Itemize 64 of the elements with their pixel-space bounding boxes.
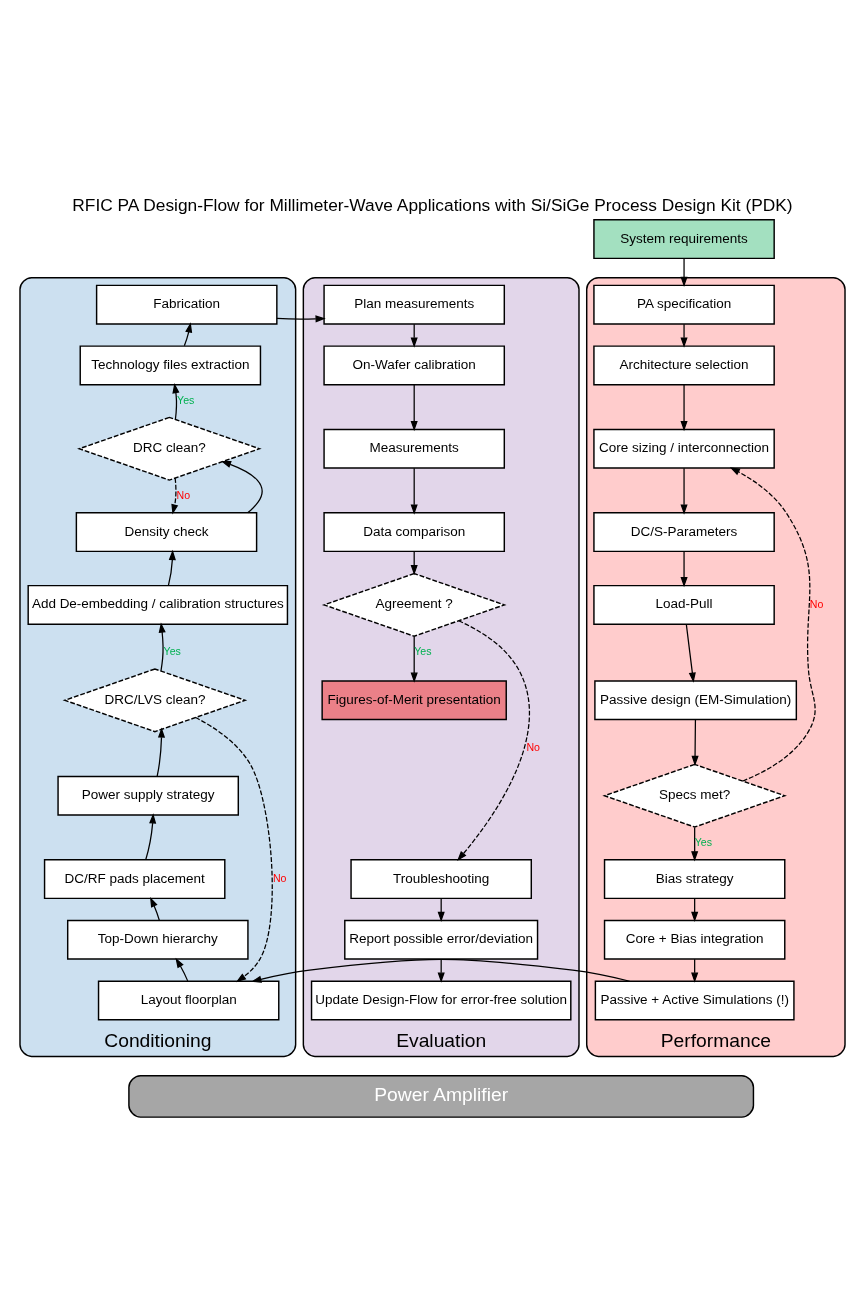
node-box: Passive design (EM-Simulation): [594, 680, 798, 721]
arrow: [691, 826, 699, 862]
node-box: Core + Bias integration: [603, 919, 786, 960]
edge-label: Yes: [163, 645, 181, 658]
arrow: [680, 384, 688, 432]
node-box: On-Wafer calibration: [323, 345, 506, 386]
node-box: Figures-of-Merit presentation: [321, 680, 507, 721]
arrow: [220, 461, 263, 514]
node-box: Passive + Active Simulations (!): [594, 980, 795, 1021]
node-box: Power Amplifier: [128, 1074, 755, 1118]
node-box: DC/S-Parameters: [593, 512, 775, 553]
node-box: Load-Pull: [593, 584, 775, 625]
diagram-title: RFIC PA Design-Flow for Millimeter-Wave Applications with Si/SiGe Process Design Kit (PDK): [72, 194, 793, 215]
edge-label: Yes: [694, 836, 712, 849]
arrow: [691, 719, 699, 767]
node-box: Power supply strategy: [57, 775, 239, 816]
node-diamond: Specs met?: [602, 763, 787, 828]
node-box: System requirements: [593, 219, 775, 260]
arrow: [685, 623, 696, 683]
arrow: [680, 551, 688, 588]
node-box: PA specification: [593, 284, 775, 325]
node-box: Fabrication: [95, 284, 278, 325]
node-box: Update Design-Flow for error-free solution: [310, 980, 572, 1021]
arrow: [158, 622, 166, 672]
arrow: [167, 549, 176, 587]
node-box: DC/RF pads placement: [43, 859, 226, 900]
node-box: Core sizing / interconnection: [593, 428, 775, 469]
node-box: Add De-embedding / calibration structures: [27, 584, 289, 625]
node-diamond: DRC clean?: [77, 416, 262, 481]
arrow: [680, 467, 688, 515]
arrow: [183, 322, 193, 347]
arrow: [194, 716, 273, 983]
arrow: [156, 727, 166, 777]
node-box: Measurements: [323, 428, 506, 469]
arrow: [172, 383, 180, 421]
arrow: [680, 323, 688, 348]
arrow: [171, 477, 179, 515]
edge-label: Yes: [177, 393, 195, 406]
node-box: Data comparison: [323, 512, 506, 553]
edge-label: No: [176, 489, 191, 502]
arrow: [150, 896, 160, 921]
node-box: Report possible error/deviation: [344, 919, 539, 960]
arrow: [410, 384, 418, 432]
arrow: [457, 620, 530, 862]
arrow: [410, 635, 418, 683]
arrow: [729, 467, 816, 782]
node-box: Architecture selection: [593, 345, 775, 386]
node-box: Layout floorplan: [97, 980, 280, 1021]
node-box: Troubleshooting: [350, 859, 532, 900]
node-box: Technology files extraction: [79, 345, 262, 386]
edge-label: No: [272, 871, 287, 884]
edge-label: No: [809, 597, 824, 610]
node-box: Plan measurements: [323, 284, 506, 325]
arrow: [276, 315, 326, 323]
node-box: Top-Down hierarchy: [66, 919, 249, 960]
edge-label: No: [526, 740, 540, 753]
arrow: [145, 813, 157, 861]
arrow: [410, 467, 418, 515]
node-box: Bias strategy: [603, 859, 786, 900]
node-diamond: Agreement ?: [321, 572, 507, 637]
arrow: [680, 257, 688, 287]
arrow: [175, 957, 189, 982]
node-diamond: DRC/LVS clean?: [62, 668, 248, 733]
node-box: Density check: [75, 512, 258, 553]
